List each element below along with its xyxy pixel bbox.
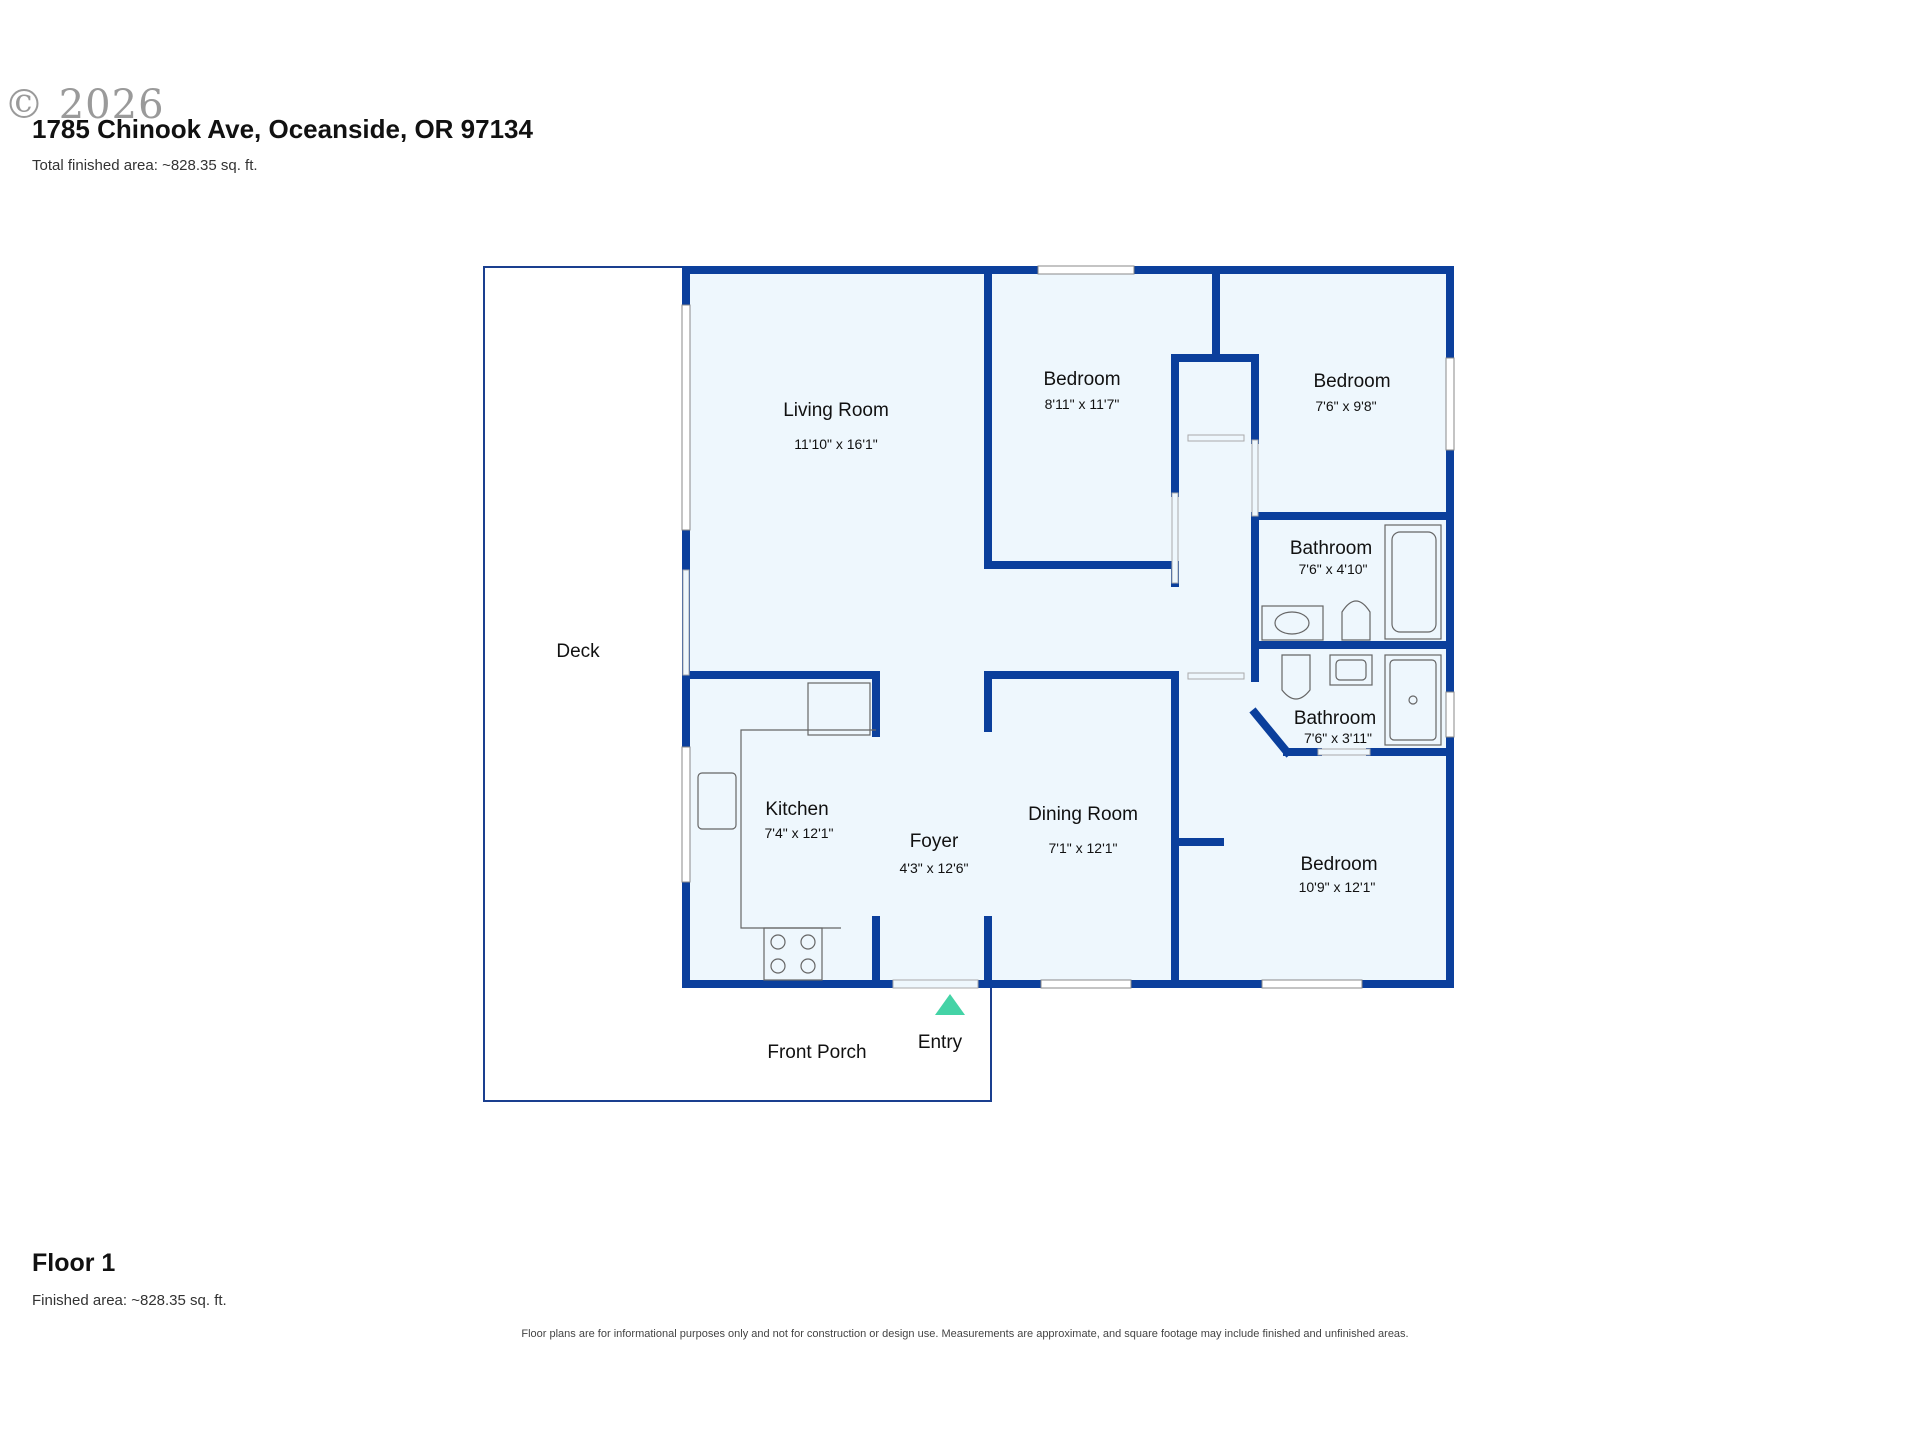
- living-room-dims: 11'10" x 16'1": [794, 436, 878, 452]
- bedroom-1-label: Bedroom: [1043, 369, 1120, 390]
- entry-label: Entry: [918, 1032, 963, 1053]
- bathroom-2-label: Bathroom: [1294, 708, 1376, 729]
- total-finished-area: Total finished area: ~828.35 sq. ft.: [32, 157, 258, 174]
- disclaimer: Floor plans are for informational purpos…: [521, 1328, 1409, 1340]
- foyer-dims: 4'3" x 12'6": [900, 860, 969, 876]
- property-address: 1785 Chinook Ave, Oceanside, OR 97134: [32, 114, 533, 144]
- watermark: © 2026: [4, 82, 165, 128]
- front-porch-label: Front Porch: [767, 1042, 866, 1063]
- kitchen-label: Kitchen: [765, 799, 828, 820]
- kitchen-dims: 7'4" x 12'1": [765, 825, 834, 841]
- bathroom-1-label: Bathroom: [1290, 538, 1372, 559]
- bedroom-1-dims: 8'11" x 11'7": [1045, 396, 1120, 412]
- foyer-label: Foyer: [910, 831, 959, 852]
- windows: [681, 265, 1455, 989]
- bathroom-2-dims: 7'6" x 3'11": [1304, 730, 1372, 746]
- entry-marker-icon: [935, 994, 965, 1015]
- deck-outline: [483, 266, 992, 1102]
- bathroom-1-dims: 7'6" x 4'10": [1299, 561, 1368, 577]
- living-room-label: Living Room: [783, 400, 889, 421]
- floor-finished-area: Finished area: ~828.35 sq. ft.: [32, 1292, 227, 1309]
- deck-label: Deck: [556, 641, 600, 662]
- door-openings: [682, 434, 1371, 989]
- bedroom-3-dims: 10'9" x 12'1": [1299, 879, 1376, 895]
- bedroom-3-label: Bedroom: [1300, 854, 1377, 875]
- dining-room-label: Dining Room: [1028, 804, 1138, 825]
- dining-room-dims: 7'1" x 12'1": [1049, 840, 1118, 856]
- bedroom-2-dims: 7'6" x 9'8": [1315, 398, 1376, 414]
- floor-title: Floor 1: [32, 1249, 116, 1277]
- fixtures: [697, 524, 1442, 981]
- bedroom-2-label: Bedroom: [1313, 371, 1390, 392]
